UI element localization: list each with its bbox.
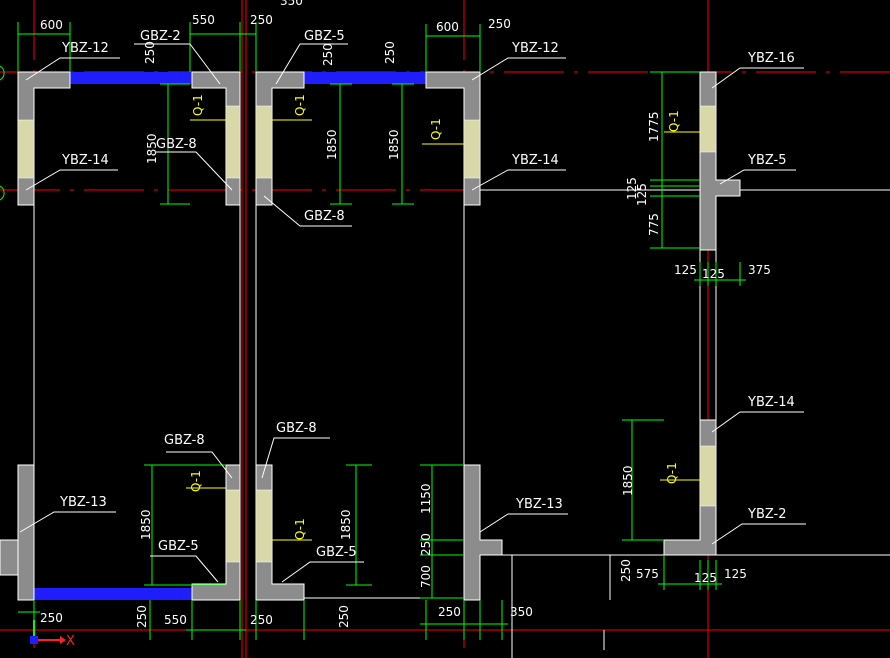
label-gbz8-d[interactable]: GBZ-8: [276, 421, 317, 436]
dim-1850-a: 1850: [145, 133, 159, 164]
label-gbz2[interactable]: GBZ-2: [140, 29, 181, 44]
dim-1850-d: 1850: [139, 509, 153, 540]
dim-125-v: 125: [625, 177, 639, 200]
label-ybz12-b[interactable]: YBZ-12: [511, 41, 559, 56]
dim-700: 700: [419, 565, 433, 588]
dim-125-h3: 125: [694, 571, 717, 585]
label-ybz14-c[interactable]: YBZ-14: [747, 395, 795, 410]
columns: [0, 71, 741, 601]
ucs-x-label: X: [66, 634, 75, 649]
dim-775: 775: [647, 213, 661, 236]
qtag-q1-g[interactable]: Q-1: [665, 462, 679, 484]
label-ybz14-a[interactable]: YBZ-14: [61, 153, 109, 168]
qtag-q1-f[interactable]: Q-1: [293, 518, 307, 540]
dim-250-a: 250: [250, 13, 273, 27]
ucs-icon: X: [30, 620, 75, 649]
dimension-texts: 600 550 250 350 600 250 250 250 250 1850…: [40, 0, 771, 628]
dim-250-v2: 250: [321, 43, 335, 66]
dim-1150: 1150: [419, 483, 433, 514]
dim-350-b: 350: [510, 605, 533, 619]
beams: [34, 72, 426, 600]
label-gbz5-top[interactable]: GBZ-5: [304, 29, 345, 44]
qtag-leaders: [186, 119, 700, 541]
label-ybz13-a[interactable]: YBZ-13: [59, 495, 107, 510]
label-gbz5-b[interactable]: GBZ-5: [316, 545, 357, 560]
label-ybz13-b[interactable]: YBZ-13: [515, 497, 563, 512]
dim-125-h4: 125: [724, 567, 747, 581]
dim-550-a: 550: [192, 13, 215, 27]
dim-250-v4: 250: [419, 533, 433, 556]
wall-panels: [17, 105, 717, 563]
dim-250-v5: 250: [619, 559, 633, 582]
dim-125-h1: 125: [674, 263, 697, 277]
qtag-q1-e[interactable]: Q-1: [189, 470, 203, 492]
dim-550-b: 550: [164, 613, 187, 627]
dim-600-a: 600: [40, 18, 63, 32]
dim-1850-c: 1850: [387, 129, 401, 160]
dim-125-v2: 125: [635, 183, 649, 206]
qtag-q1-b[interactable]: Q-1: [293, 94, 307, 116]
dim-250-v1: 250: [143, 41, 157, 64]
qtag-q1-d[interactable]: Q-1: [667, 110, 681, 132]
dim-250-h2: 250: [250, 613, 273, 627]
label-ybz12-a[interactable]: YBZ-12: [61, 41, 109, 56]
dim-250-v6: 250: [135, 605, 149, 628]
dim-375: 375: [748, 263, 771, 277]
dim-250-h1: 250: [40, 611, 63, 625]
dim-125-h2: 125: [702, 267, 725, 281]
dim-600-b: 600: [436, 20, 459, 34]
dim-1850-f: 1850: [621, 465, 635, 496]
grid-markers: [0, 65, 5, 201]
qtag-q1-a[interactable]: Q-1: [191, 94, 205, 116]
label-ybz14-b[interactable]: YBZ-14: [511, 153, 559, 168]
qtag-q1-c[interactable]: Q-1: [429, 118, 443, 140]
label-ybz16[interactable]: YBZ-16: [747, 51, 795, 66]
component-labels: YBZ-12 GBZ-2 GBZ-5 YBZ-12 YBZ-16 YBZ-14 …: [59, 29, 795, 560]
label-gbz5-a[interactable]: GBZ-5: [158, 539, 199, 554]
dim-1850-b: 1850: [325, 129, 339, 160]
dim-250-v7: 250: [337, 605, 351, 628]
dimension-lines: [17, 22, 746, 640]
dim-1775: 1775: [647, 111, 661, 142]
label-leaders: [19, 43, 806, 583]
dim-250-v3: 250: [383, 41, 397, 64]
dim-250-b: 250: [488, 17, 511, 31]
label-ybz2[interactable]: YBZ-2: [747, 507, 787, 522]
wall-outlines: [0, 189, 890, 658]
dim-575: 575: [636, 567, 659, 581]
dim-250-h3: 250: [438, 605, 461, 619]
dim-1850-e: 1850: [339, 509, 353, 540]
label-gbz8-a[interactable]: GBZ-8: [156, 137, 197, 152]
label-ybz5[interactable]: YBZ-5: [747, 153, 787, 168]
label-gbz8-c[interactable]: GBZ-8: [164, 433, 205, 448]
qtag-labels: Q-1 Q-1 Q-1 Q-1 Q-1 Q-1 Q-1: [189, 94, 681, 540]
dim-350-top: 350: [280, 0, 303, 8]
label-gbz8-b[interactable]: GBZ-8: [304, 209, 345, 224]
